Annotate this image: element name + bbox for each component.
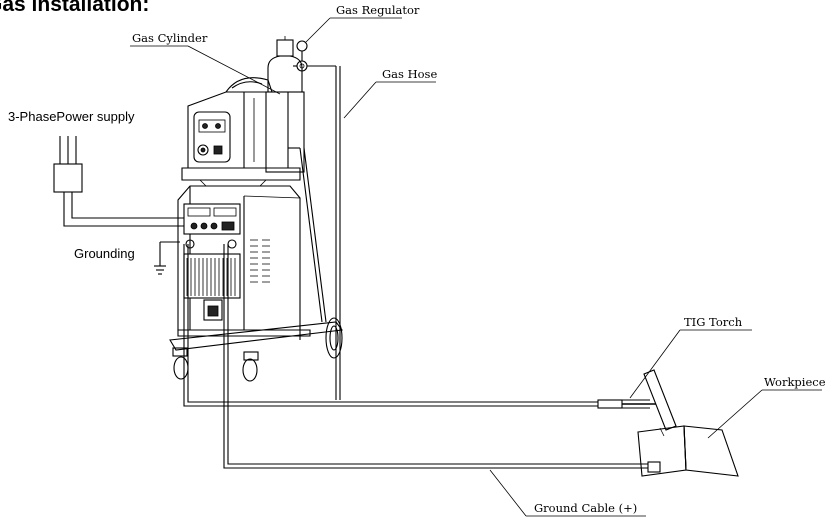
grounding-symbol (154, 241, 180, 275)
tig-torch (597, 369, 677, 437)
callout-gas-cylinder (130, 45, 281, 95)
gas-hose (335, 66, 341, 400)
power-source-unit (177, 185, 311, 337)
torch-cable (183, 244, 616, 407)
label-workpiece: Workpiece (764, 375, 826, 389)
gas-cylinder (265, 36, 305, 173)
wire-feeder-unit (181, 77, 301, 187)
callout-gas-regulator (305, 17, 402, 43)
callout-gas-hose (343, 81, 436, 119)
label-gas-regulator: Gas Regulator (336, 3, 420, 17)
callout-tig-torch (629, 329, 752, 399)
workpiece (637, 425, 739, 477)
trolley-front-wheel-left (172, 347, 189, 380)
label-tig-torch: TIG Torch (684, 315, 743, 329)
label-gas-cylinder: Gas Cylinder (132, 31, 208, 45)
label-gas-hose: Gas Hose (382, 67, 437, 81)
power-supply-box (53, 136, 83, 193)
label-ground-cable: Ground Cable (+) (534, 501, 637, 515)
callout-ground-cable (489, 469, 646, 517)
label-power-supply: 3-PhasePower supply (8, 109, 135, 124)
diagram-title: Gas installation: (0, 0, 149, 16)
trolley-front-wheel-right (242, 351, 259, 382)
trolley-rear-wheel (325, 317, 343, 359)
gas-regulator (293, 40, 336, 72)
label-grounding: Grounding (74, 246, 135, 261)
callout-workpiece (707, 389, 822, 439)
ground-cable (223, 244, 648, 469)
trolley (169, 147, 344, 382)
power-supply-cable (63, 192, 184, 227)
